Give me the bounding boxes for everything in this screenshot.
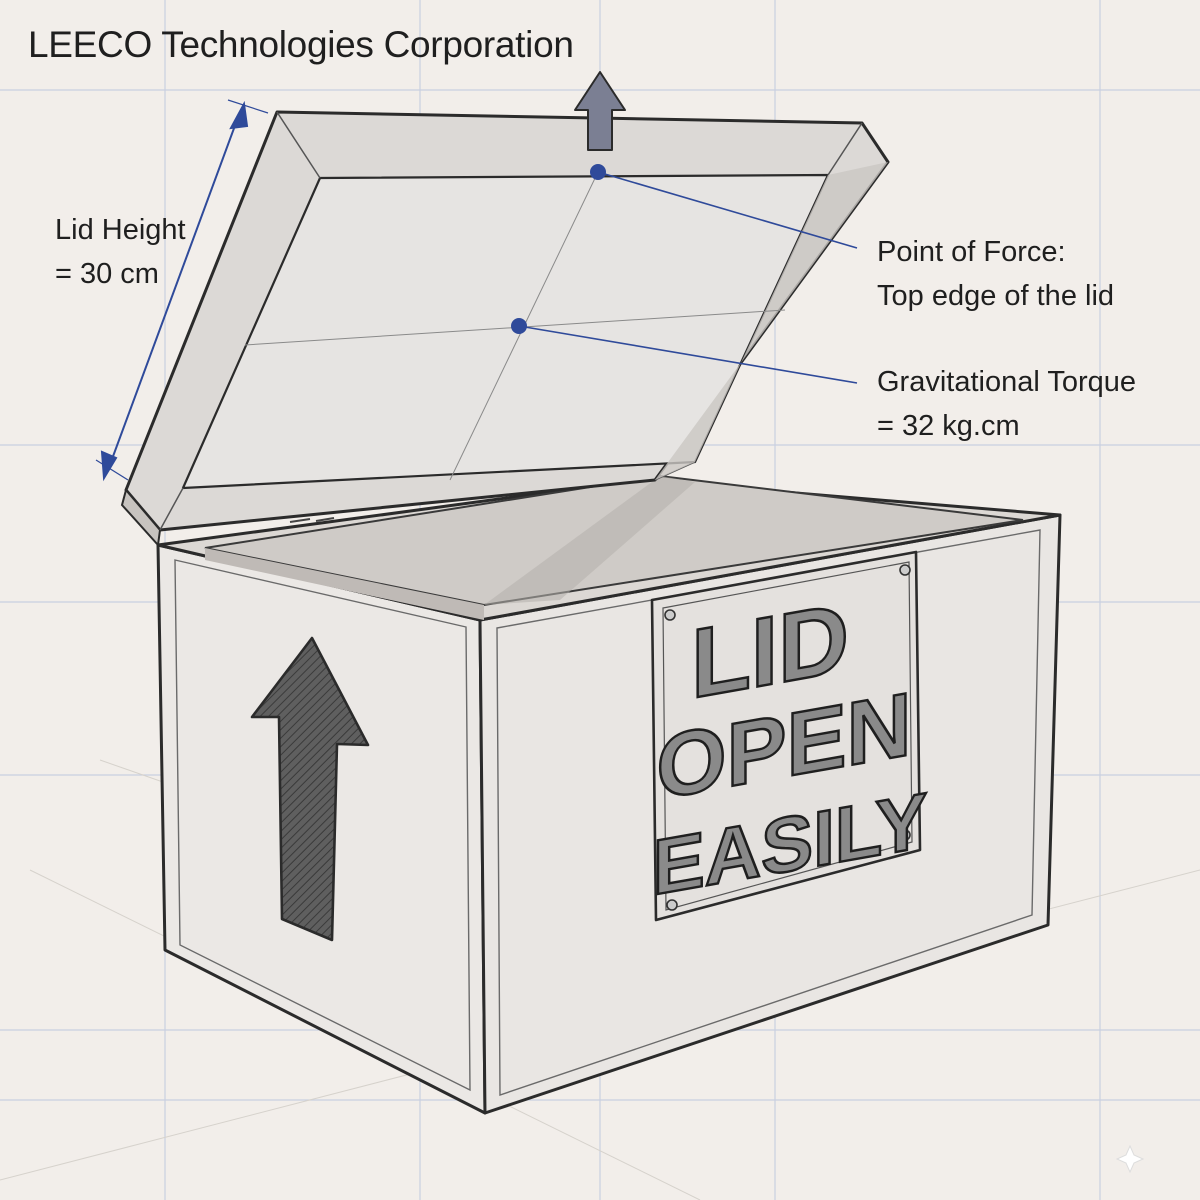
up-arrow-icon — [250, 636, 370, 942]
lid-height-dimension — [95, 99, 269, 482]
lid-height-label: Lid Height — [55, 214, 186, 246]
point-of-force-marker — [590, 164, 606, 180]
box-left-face-inner — [174, 559, 471, 1092]
lid-edge — [120, 487, 162, 548]
point-of-force-label: Point of Force: — [877, 236, 1066, 268]
lid-height-value: = 30 cm — [55, 258, 159, 290]
box-inner-wall — [205, 548, 484, 620]
sign-screw — [899, 829, 911, 841]
force-arrow-icon — [574, 71, 626, 151]
gravitational-torque-value: = 32 kg.cm — [877, 410, 1020, 442]
point-of-force-value: Top edge of the lid — [877, 280, 1115, 312]
lid-height-annotation: Lid Height = 30 cm — [55, 208, 186, 296]
sign-screw — [899, 564, 911, 576]
annotation-leaders — [518, 171, 858, 384]
sign-screw — [664, 609, 676, 621]
gravitational-torque-label: Gravitational Torque — [877, 366, 1137, 398]
lid-right-bevel — [655, 162, 888, 480]
box-inner-shadow — [484, 476, 695, 605]
sign-screw — [666, 899, 678, 911]
company-title: LEECO Technologies Corporation — [28, 24, 574, 65]
lid-open-sign: LID OPEN EASILY — [650, 550, 929, 922]
sparkle-icon — [1115, 1144, 1145, 1174]
point-of-force-annotation: Point of Force: Top edge of the lid — [877, 230, 1114, 318]
center-of-mass-marker — [511, 318, 527, 334]
gravitational-torque-annotation: Gravitational Torque = 32 kg.cm — [877, 360, 1136, 448]
